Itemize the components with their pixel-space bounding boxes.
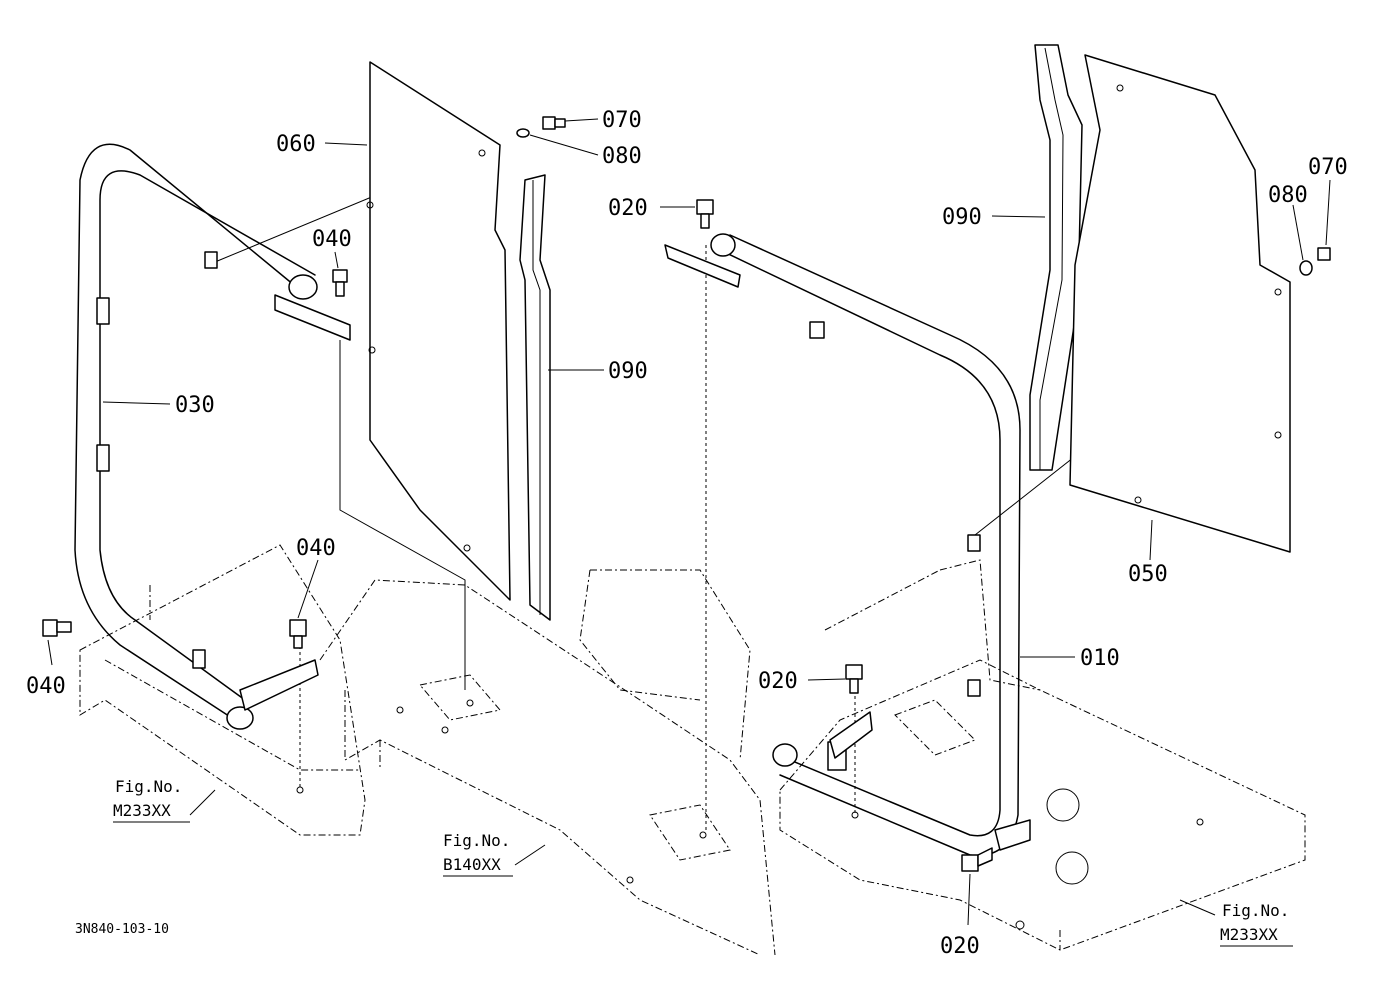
figure-references: Fig.No. M233XX Fig.No. B140XX Fig.No. M2… — [113, 777, 1293, 947]
label-080-right: 080 — [1268, 183, 1308, 208]
label-020-mid: 020 — [758, 669, 798, 694]
label-070-right: 070 — [1308, 155, 1348, 180]
fig-ref-left-code: M233XX — [113, 801, 171, 820]
label-050: 050 — [1128, 562, 1168, 587]
label-090-left: 090 — [608, 359, 648, 384]
panel-050 — [1069, 54, 1291, 553]
label-020-bottom: 020 — [940, 934, 980, 959]
bolts — [42, 116, 1331, 872]
label-030: 030 — [175, 393, 215, 418]
fig-ref-right-title: Fig.No. — [1222, 901, 1289, 920]
seal-strip-090-right — [1029, 44, 1083, 471]
label-010: 010 — [1080, 646, 1120, 671]
seal-strip-090-left — [519, 174, 551, 621]
fig-ref-center-title: Fig.No. — [443, 831, 510, 850]
label-040-bottom: 040 — [296, 536, 336, 561]
floor-details — [296, 674, 1204, 930]
label-080-left: 080 — [602, 144, 642, 169]
panel-060 — [366, 61, 511, 601]
label-020-top: 020 — [608, 196, 648, 221]
fig-ref-right-code: M233XX — [1220, 925, 1278, 944]
label-090-right: 090 — [942, 205, 982, 230]
drawing-code: 3N840-103-10 — [75, 922, 169, 937]
label-040-left: 040 — [26, 674, 66, 699]
label-060: 060 — [276, 132, 316, 157]
label-040-top: 040 — [312, 227, 352, 252]
fig-ref-center-code: B140XX — [443, 855, 501, 874]
fig-ref-left-title: Fig.No. — [115, 777, 182, 796]
frame-030 — [74, 143, 351, 730]
leader-lines — [47, 118, 1331, 926]
frame-010 — [664, 233, 1031, 857]
label-070-left: 070 — [602, 108, 642, 133]
part-labels: 060 070 080 090 030 040 040 040 020 020 … — [26, 108, 1348, 959]
